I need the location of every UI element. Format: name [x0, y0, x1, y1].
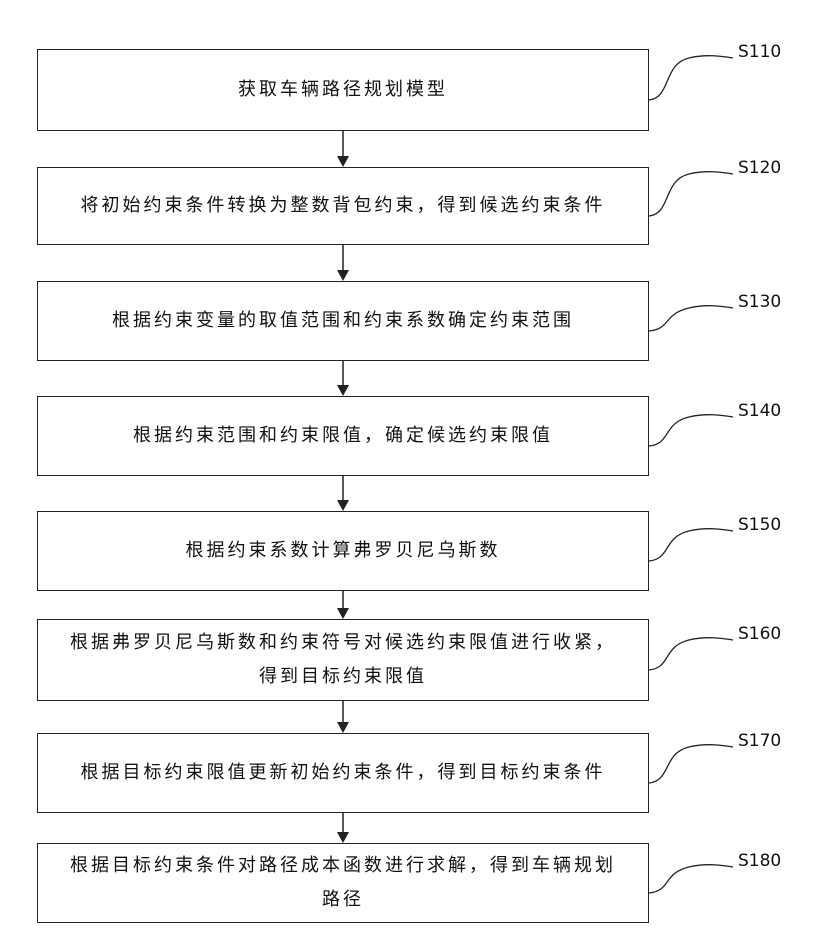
step-text-s110: 获取车辆路径规划模型	[228, 73, 458, 107]
arrow-head	[337, 722, 349, 733]
step-box-s150: 根据约束系数计算弗罗贝尼乌斯数	[37, 511, 649, 591]
step-text-s150: 根据约束系数计算弗罗贝尼乌斯数	[176, 534, 511, 568]
arrow-head	[337, 270, 349, 281]
label-leader	[649, 745, 733, 783]
step-box-s110: 获取车辆路径规划模型	[37, 49, 649, 131]
arrow-head	[337, 500, 349, 511]
step-label-s150: S150	[738, 515, 781, 535]
label-leader	[649, 172, 733, 216]
label-leader	[649, 529, 733, 561]
step-text-s130: 根据约束变量的取值范围和约束系数确定约束范围	[102, 304, 584, 338]
arrow-head	[337, 832, 349, 843]
step-label-s130: S130	[738, 292, 781, 312]
step-label-s160: S160	[738, 624, 781, 644]
step-text-s170: 根据目标约束限值更新初始约束条件，得到目标约束条件	[71, 756, 616, 790]
step-box-s170: 根据目标约束限值更新初始约束条件，得到目标约束条件	[37, 733, 649, 813]
step-label-s140: S140	[738, 401, 781, 421]
label-leader	[649, 56, 733, 100]
step-label-s180: S180	[738, 851, 781, 871]
arrow-head	[337, 156, 349, 167]
step-box-s130: 根据约束变量的取值范围和约束系数确定约束范围	[37, 281, 649, 361]
label-leader	[649, 306, 733, 331]
label-leader	[649, 865, 733, 893]
step-label-s120: S120	[738, 158, 781, 178]
step-text-s180: 根据目标约束条件对路径成本函数进行求解，得到车辆规划 路径	[60, 849, 626, 917]
step-label-s110: S110	[738, 42, 781, 62]
arrow-head	[337, 608, 349, 619]
step-box-s180: 根据目标约束条件对路径成本函数进行求解，得到车辆规划 路径	[37, 843, 649, 923]
step-box-s140: 根据约束范围和约束限值，确定候选约束限值	[37, 396, 649, 476]
step-box-s120: 将初始约束条件转换为整数背包约束，得到候选约束条件	[37, 167, 649, 245]
step-box-s160: 根据弗罗贝尼乌斯数和约束符号对候选约束限值进行收紧， 得到目标约束限值	[37, 619, 649, 701]
step-label-s170: S170	[738, 731, 781, 751]
step-text-s140: 根据约束范围和约束限值，确定候选约束限值	[123, 419, 563, 453]
step-text-s120: 将初始约束条件转换为整数背包约束，得到候选约束条件	[71, 189, 616, 223]
label-leader	[649, 638, 733, 670]
arrow-head	[337, 385, 349, 396]
label-leader	[649, 415, 733, 446]
step-text-s160: 根据弗罗贝尼乌斯数和约束符号对候选约束限值进行收紧， 得到目标约束限值	[60, 626, 626, 694]
